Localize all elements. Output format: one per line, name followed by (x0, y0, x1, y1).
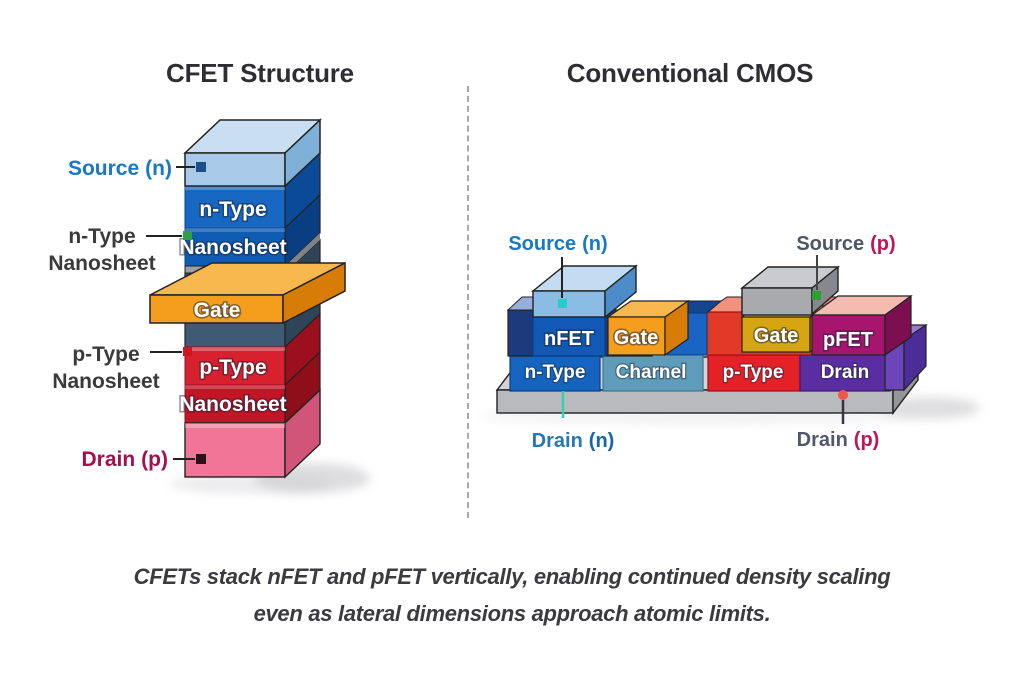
highlight (185, 347, 285, 351)
cmos-gate-left-label: Gate (614, 327, 658, 349)
highlight (185, 385, 285, 389)
cmos-ntype-block (509, 349, 601, 392)
cmos-pfet-label: pFET (823, 329, 873, 351)
cfet-p-nanosheet-callout-line2: Nanosheet (52, 370, 159, 393)
cfet-gate-front-face (149, 294, 284, 324)
cfet-drain-callout-text: Drain (81, 448, 135, 471)
cmos-base-front-face (496, 389, 894, 414)
cmos-source-p-side-face (811, 265, 839, 316)
cmos-source-p-front-face (741, 287, 813, 316)
cmos-source-n-marker (558, 299, 567, 308)
cmos-gate-right-label: Gate (754, 325, 798, 347)
cmos-panel-title: Conventional CMOS (566, 58, 814, 88)
cfet-p-nanosheet-marker (183, 347, 192, 356)
caption: CFETs stack nFET and pFET vertically, en… (0, 558, 1024, 632)
cmos-diagram: nFET Gate Gate pFET n-Type Charnel p-Typ… (480, 233, 980, 452)
cfet-ntype-label: n-Type (199, 198, 266, 221)
cfet-drain-marker (196, 454, 206, 464)
cfet-source-side-face (284, 118, 321, 188)
cfet-panel-title: CFET Structure (166, 58, 354, 88)
cfet-diagram: n-Type Nanosheet Gate p-Type Nanosheet S… (48, 118, 370, 494)
cmos-source-n-front-face (532, 290, 606, 318)
cmos-drain-n-callout-tag: (n) (589, 430, 615, 452)
highlight (185, 228, 285, 232)
cmos-drain-p-callout: Drain (p) (797, 429, 880, 451)
cmos-purple-back-side-face (903, 323, 927, 392)
cmos-channel-block (602, 349, 704, 392)
cfet-p-nanosheet-callout-line1: p-Type (72, 343, 139, 366)
cmos-source-p-callout-text: Source (796, 233, 864, 255)
cmos-source-p-callout: Source (p) (796, 233, 895, 255)
cmos-channel-label: Charnel (616, 362, 687, 383)
cfet-ptype-label: p-Type (199, 356, 266, 379)
cmos-drain-p-marker (838, 390, 848, 400)
cmos-source-p-marker (812, 291, 821, 300)
cfet-source-callout: Source (n) (68, 157, 172, 180)
highlight (185, 423, 285, 428)
cfet-drain-callout-tag: (p) (141, 448, 168, 471)
cmos-ptype-label: p-Type (723, 362, 784, 383)
cmos-drain-p-callout-text: Drain (797, 429, 848, 451)
cmos-source-n-callout: Source (n) (508, 233, 607, 255)
cmos-nfet-label: nFET (544, 328, 594, 350)
cmos-drain-n-callout: Drain (n) (532, 430, 615, 452)
cmos-source-p-callout-tag: (p) (870, 233, 896, 255)
cfet-source-front-face (184, 152, 286, 187)
cmos-drain-n-callout-text: Drain (532, 430, 583, 452)
cfet-n-nanosheet-callout-line1: n-Type (68, 225, 135, 248)
cmos-source-n-callout-tag: (n) (582, 233, 608, 255)
cfet-nanosheet-label-n: Nanosheet (179, 236, 286, 259)
cfet-source-marker (196, 162, 206, 172)
cfet-gate-side-face (282, 261, 346, 325)
cfet-nanosheet-label-p: Nanosheet (179, 393, 286, 416)
caption-line1: CFETs stack nFET and pFET vertically, en… (133, 564, 891, 589)
caption-line2: even as lateral dimensions approach atom… (253, 601, 771, 626)
cfet-n-nanosheet-callout-line2: Nanosheet (48, 252, 155, 275)
cmos-gate-left-side-face (664, 299, 689, 357)
cfet-drain-front-face (184, 422, 286, 478)
cfet-source-callout-tag: (n) (145, 157, 172, 180)
panel-divider (467, 86, 469, 518)
cfet-n-nanosheet-marker (183, 231, 192, 240)
cfet-source-callout-text: Source (68, 157, 139, 180)
highlight (185, 186, 285, 190)
cfet-gate-label: Gate (194, 299, 241, 322)
cmos-source-n-side-face (604, 264, 637, 319)
cmos-drain-p-callout-tag: (p) (854, 429, 880, 451)
cmos-nfet-block (532, 316, 606, 357)
cfet-shadow-2 (170, 474, 330, 494)
cmos-source-n-callout-text: Source (508, 233, 576, 255)
cfet-drain-callout: Drain (p) (81, 448, 168, 471)
cmos-pfet-side-face (884, 294, 912, 357)
cfet-drain-side-face (284, 388, 321, 479)
cmos-drain-bottom-label: Drain (821, 362, 870, 383)
cmos-ntype-label: n-Type (525, 362, 586, 383)
